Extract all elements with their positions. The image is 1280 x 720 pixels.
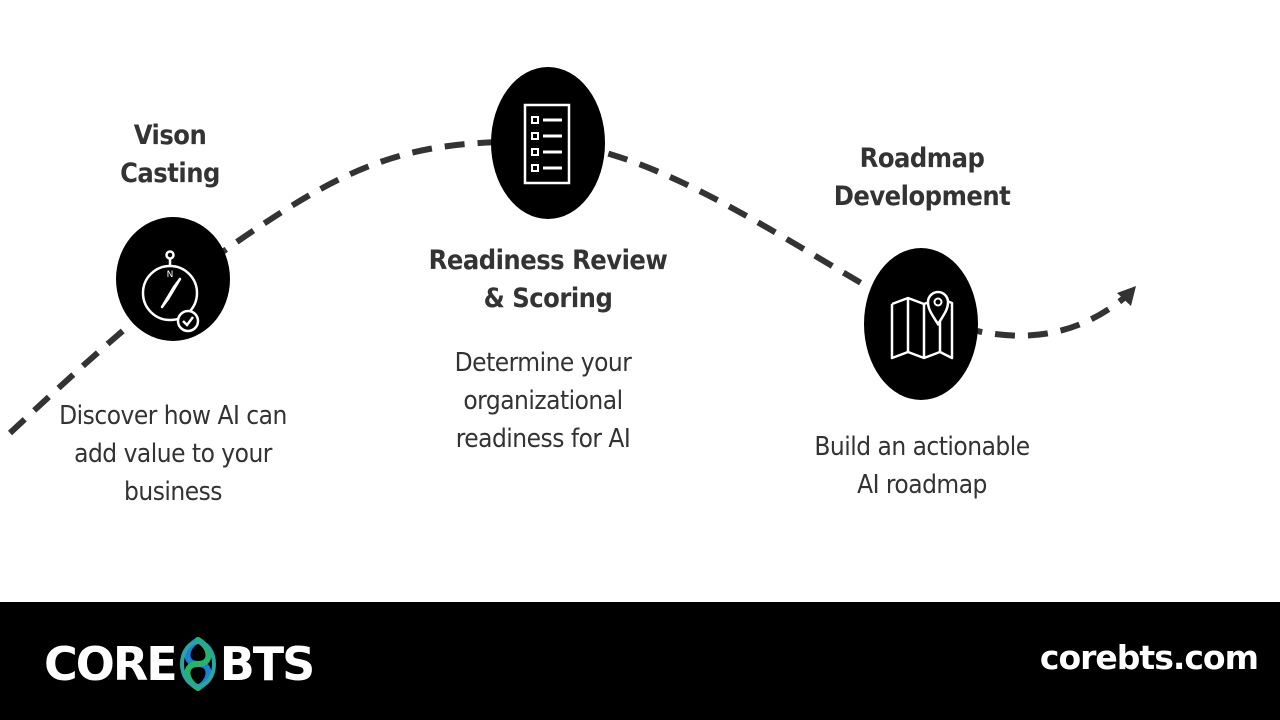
corebts-logo: CORE BTS xyxy=(44,634,316,694)
checklist-icon xyxy=(523,103,571,185)
step-title-roadmap-development: Roadmap Development xyxy=(812,140,1032,216)
desc-line: Determine your xyxy=(454,348,632,378)
step-desc-readiness-review: Determine your organizational readiness … xyxy=(413,344,673,458)
desc-line: readiness for AI xyxy=(455,424,631,454)
footer-bar: CORE BTS corebts.com xyxy=(0,602,1280,720)
title-line: & Scoring xyxy=(483,283,613,314)
desc-line: Discover how AI can xyxy=(59,401,287,431)
svg-text:N: N xyxy=(167,270,174,280)
desc-line: Build an actionable xyxy=(814,432,1030,462)
corebts-logo-mark-icon xyxy=(179,637,216,691)
step-circle-vision-casting: N xyxy=(116,217,230,341)
title-line: Readiness Review xyxy=(428,245,668,276)
title-line: Vison xyxy=(133,120,207,151)
brand-text-bts: BTS xyxy=(219,637,316,691)
path-arrowhead-icon xyxy=(1117,286,1136,306)
step-circle-roadmap-development xyxy=(864,248,978,400)
desc-line: AI roadmap xyxy=(857,470,987,500)
title-line: Development xyxy=(833,181,1011,212)
step-title-vision-casting: Vison Casting xyxy=(70,117,270,193)
desc-line: organizational xyxy=(463,386,623,416)
step-desc-roadmap-development: Build an actionable AI roadmap xyxy=(792,428,1052,504)
desc-line: add value to your xyxy=(74,439,272,469)
website-url[interactable]: corebts.com xyxy=(1039,638,1259,677)
title-line: Roadmap xyxy=(859,143,985,174)
compass-icon: N xyxy=(141,250,200,333)
step-circle-readiness-review xyxy=(491,67,605,219)
title-line: Casting xyxy=(120,158,220,189)
map-pin-icon xyxy=(890,290,954,360)
step-desc-vision-casting: Discover how AI can add value to your bu… xyxy=(53,397,293,511)
brand-text-core: CORE xyxy=(44,637,178,691)
step-title-readiness-review: Readiness Review & Scoring xyxy=(408,242,688,318)
desc-line: business xyxy=(124,477,222,507)
